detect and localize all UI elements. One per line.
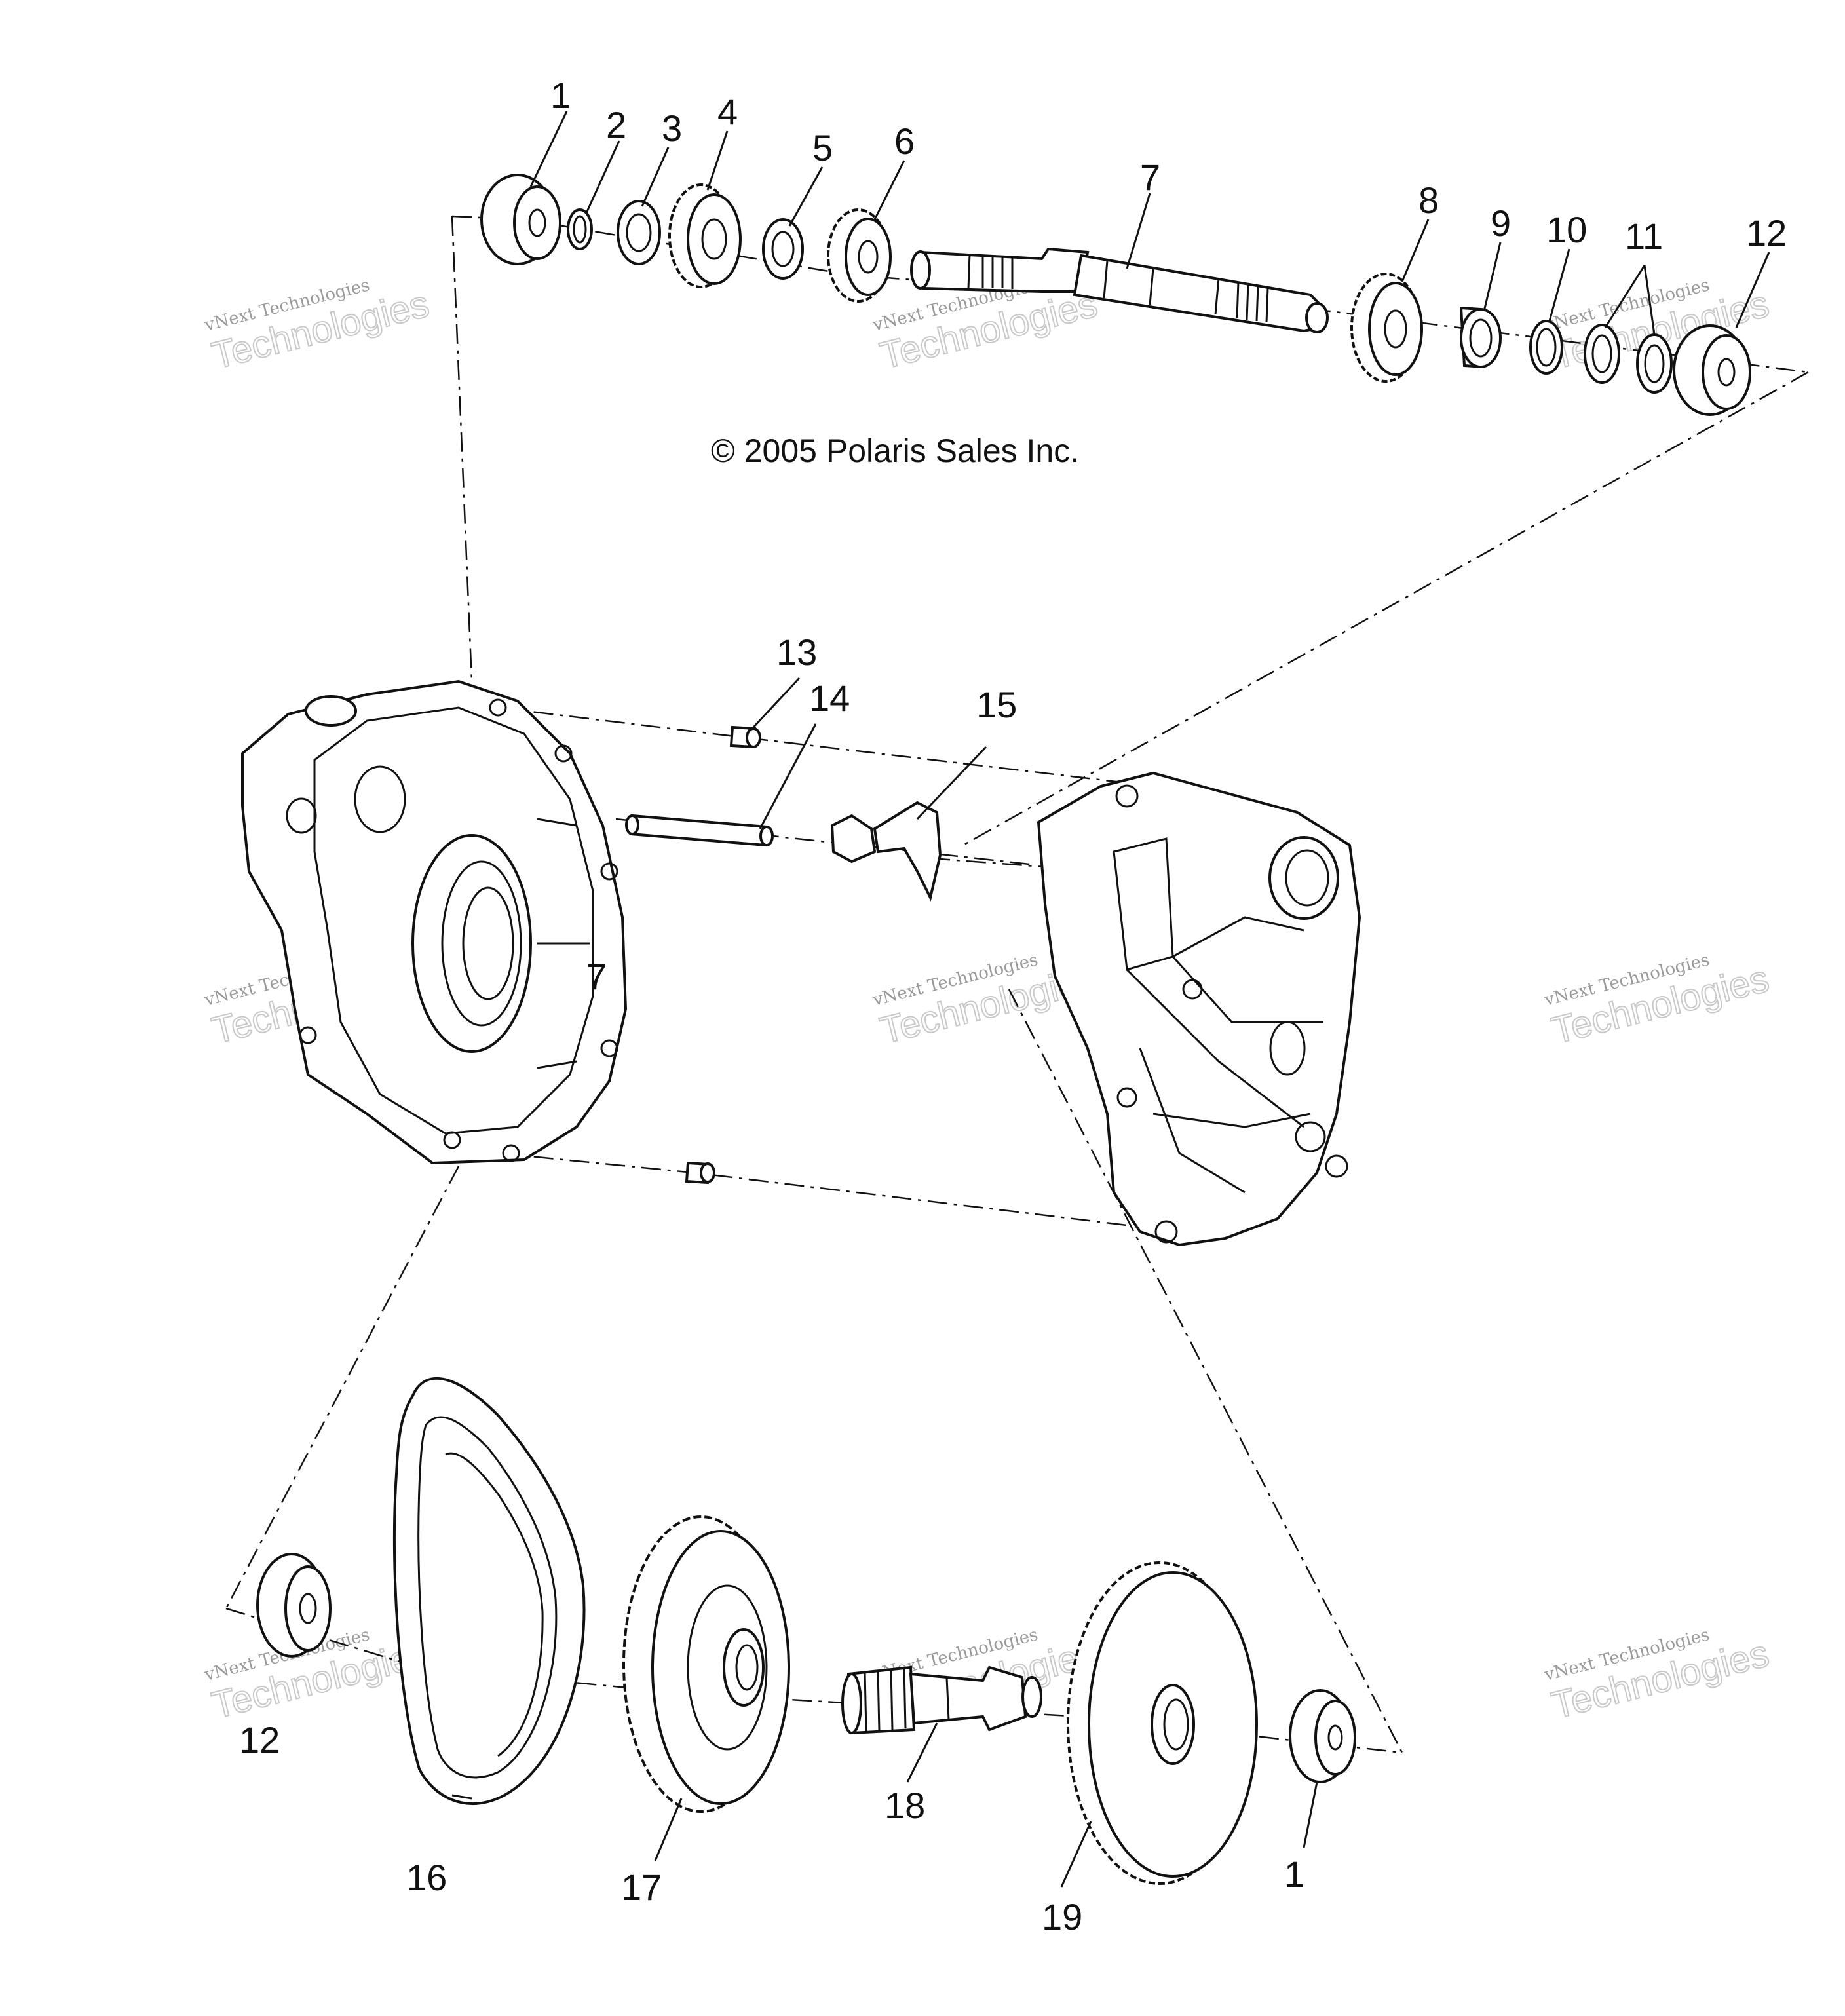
callout-1: 1 bbox=[550, 75, 571, 116]
driven-gear-part[interactable] bbox=[1067, 1561, 1258, 1885]
leader-lines bbox=[451, 111, 1770, 1888]
driven-sprocket-part[interactable] bbox=[622, 1515, 790, 1813]
bushing-part[interactable] bbox=[1459, 306, 1502, 369]
shift-collar-part[interactable] bbox=[827, 208, 892, 303]
callout-6: 6 bbox=[894, 121, 915, 162]
callout-8: 8 bbox=[1418, 180, 1439, 221]
bearing-part[interactable] bbox=[1289, 1689, 1356, 1783]
snap-ring-part[interactable] bbox=[1529, 320, 1563, 375]
callout-7: 7 bbox=[1140, 157, 1160, 198]
right-case-half-part[interactable] bbox=[1037, 771, 1361, 1247]
callout-3: 3 bbox=[662, 107, 682, 149]
seal-part[interactable] bbox=[1636, 333, 1673, 394]
washer-part[interactable] bbox=[617, 200, 661, 265]
callout-19: 19 bbox=[1042, 1896, 1082, 1937]
drive-chain-part[interactable] bbox=[392, 1377, 586, 1806]
callout-14: 14 bbox=[809, 677, 850, 719]
callout-4: 4 bbox=[717, 91, 738, 132]
callout-1-lower: 1 bbox=[1284, 1854, 1304, 1895]
main-shaft-part[interactable] bbox=[910, 247, 1329, 333]
callout-5: 5 bbox=[812, 127, 833, 168]
callout-10: 10 bbox=[1546, 209, 1587, 250]
callout-16: 16 bbox=[406, 1857, 447, 1898]
callout-numbers: 1 2 3 4 5 6 7 8 9 10 11 12 13 14 15 12 1… bbox=[239, 75, 1787, 1937]
watermark: vNext Technologies Technologies bbox=[1542, 1625, 1774, 1728]
callout-17: 17 bbox=[621, 1867, 662, 1908]
seal-part[interactable] bbox=[1584, 324, 1620, 384]
left-case-half-part[interactable]: 7 bbox=[241, 679, 628, 1165]
bearing-part[interactable] bbox=[480, 174, 561, 265]
gear-part[interactable] bbox=[668, 183, 742, 288]
callout-13: 13 bbox=[776, 632, 817, 673]
watermark: vNext Technologies Technologies bbox=[1542, 950, 1774, 1053]
callout-11: 11 bbox=[1625, 216, 1663, 257]
shift-rail-pin-part[interactable] bbox=[625, 814, 774, 847]
watermark: vNext Technologies Technologies bbox=[202, 275, 434, 378]
copyright-text: © 2005 Polaris Sales Inc. bbox=[711, 432, 1079, 469]
gear-part[interactable] bbox=[1350, 273, 1423, 383]
shift-fork-part[interactable] bbox=[830, 801, 942, 902]
callout-12: 12 bbox=[1746, 212, 1787, 254]
callout-2: 2 bbox=[606, 104, 626, 145]
bearing-part[interactable] bbox=[1673, 324, 1751, 416]
case-bore-mark: 7 bbox=[586, 956, 607, 997]
washer-part[interactable] bbox=[762, 218, 804, 280]
dowel-pin-part[interactable] bbox=[685, 1161, 715, 1185]
callout-12-lower: 12 bbox=[239, 1719, 280, 1760]
callout-18: 18 bbox=[884, 1785, 925, 1826]
output-shaft-part[interactable] bbox=[841, 1665, 1042, 1735]
callout-9: 9 bbox=[1491, 202, 1511, 244]
snap-ring-part[interactable] bbox=[567, 208, 593, 250]
dowel-pin-part[interactable] bbox=[729, 725, 761, 749]
bearing-part[interactable] bbox=[256, 1553, 332, 1658]
callout-15: 15 bbox=[976, 684, 1017, 725]
